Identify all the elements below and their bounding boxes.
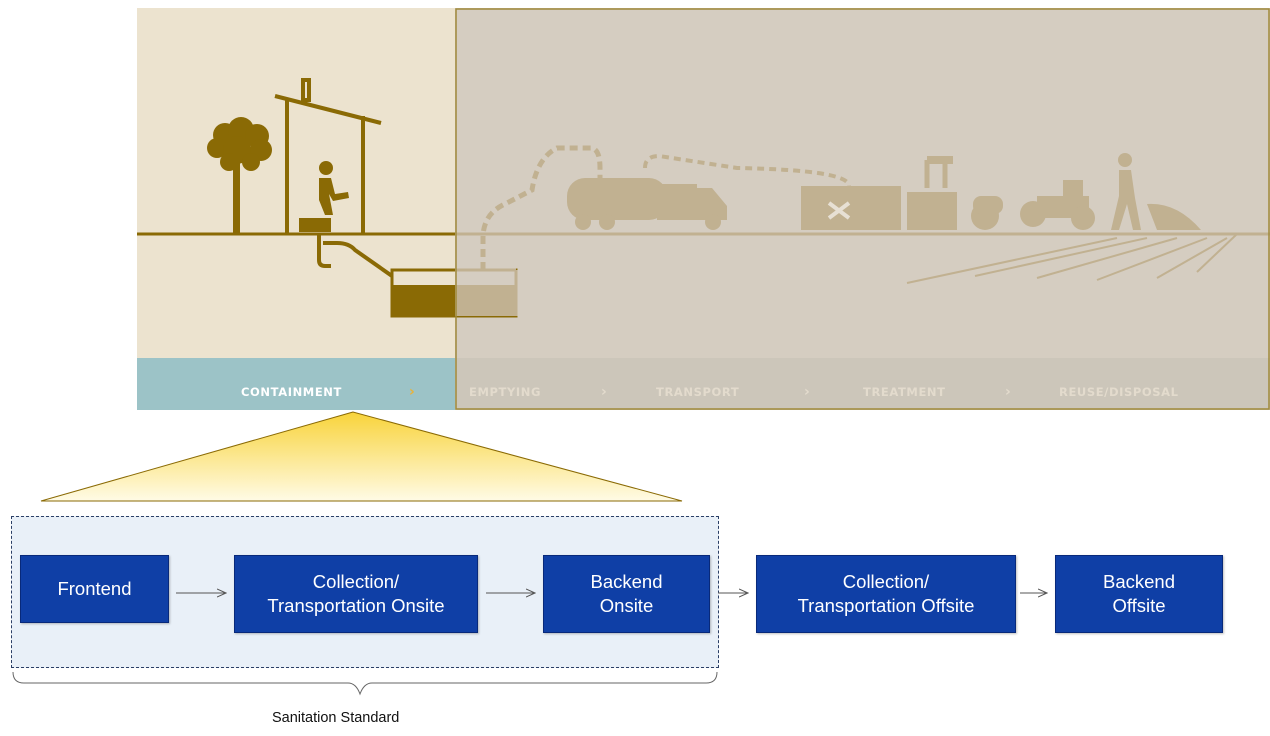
- septic-tank-icon: [390, 268, 518, 318]
- curly-brace: [12, 671, 718, 696]
- chevron-right-icon: ›: [1005, 384, 1011, 400]
- chevron-right-icon: ›: [601, 384, 607, 400]
- frontend-box: Frontend: [20, 555, 169, 623]
- tree-icon: [207, 117, 272, 234]
- inactive-stage-strip: [455, 358, 1270, 410]
- backend-onsite-label: Backend Onsite: [590, 571, 663, 616]
- stage-containment[interactable]: CONTAINMENT: [241, 385, 342, 399]
- collection-offsite-label: Collection/ Transportation Offsite: [797, 571, 975, 616]
- collection-offsite-box: Collection/ Transportation Offsite: [756, 555, 1016, 633]
- latrine-icon: [274, 78, 382, 234]
- backend-onsite-box: Backend Onsite: [543, 555, 710, 633]
- worker-icon: [1111, 153, 1201, 230]
- zoom-triangle: [40, 411, 683, 502]
- chevron-right-icon: ›: [804, 384, 810, 400]
- vacuum-truck-icon: [480, 145, 851, 270]
- overlay-frame: [455, 8, 1270, 410]
- backend-offsite-label: Backend Offsite: [1103, 571, 1175, 616]
- stage-reuse-disposal[interactable]: REUSE/DISPOSAL: [1059, 385, 1179, 399]
- tractor-icon: [971, 180, 1095, 230]
- chevron-right-icon: ›: [409, 384, 415, 400]
- collection-onsite-label: Collection/ Transportation Onsite: [267, 571, 445, 616]
- stage-transport[interactable]: TRANSPORT: [656, 385, 740, 399]
- person-icon: [319, 161, 349, 215]
- stage-treatment[interactable]: TREATMENT: [863, 385, 946, 399]
- sanitation-illustration: [137, 8, 1270, 410]
- pipe-icon: [317, 234, 394, 278]
- field-lines: [906, 233, 1238, 284]
- sanitation-standard-label: Sanitation Standard: [272, 710, 400, 726]
- frontend-label: Frontend: [57, 578, 132, 599]
- value-chain-banner: CONTAINMENT › EMPTYING › TRANSPORT › TRE…: [137, 8, 1270, 410]
- collection-onsite-box: Collection/ Transportation Onsite: [234, 555, 478, 633]
- active-stage-strip: [137, 358, 455, 410]
- backend-offsite-box: Backend Offsite: [1055, 555, 1223, 633]
- treatment-plant-icon: [801, 156, 957, 230]
- stage-emptying[interactable]: EMPTYING: [469, 385, 542, 399]
